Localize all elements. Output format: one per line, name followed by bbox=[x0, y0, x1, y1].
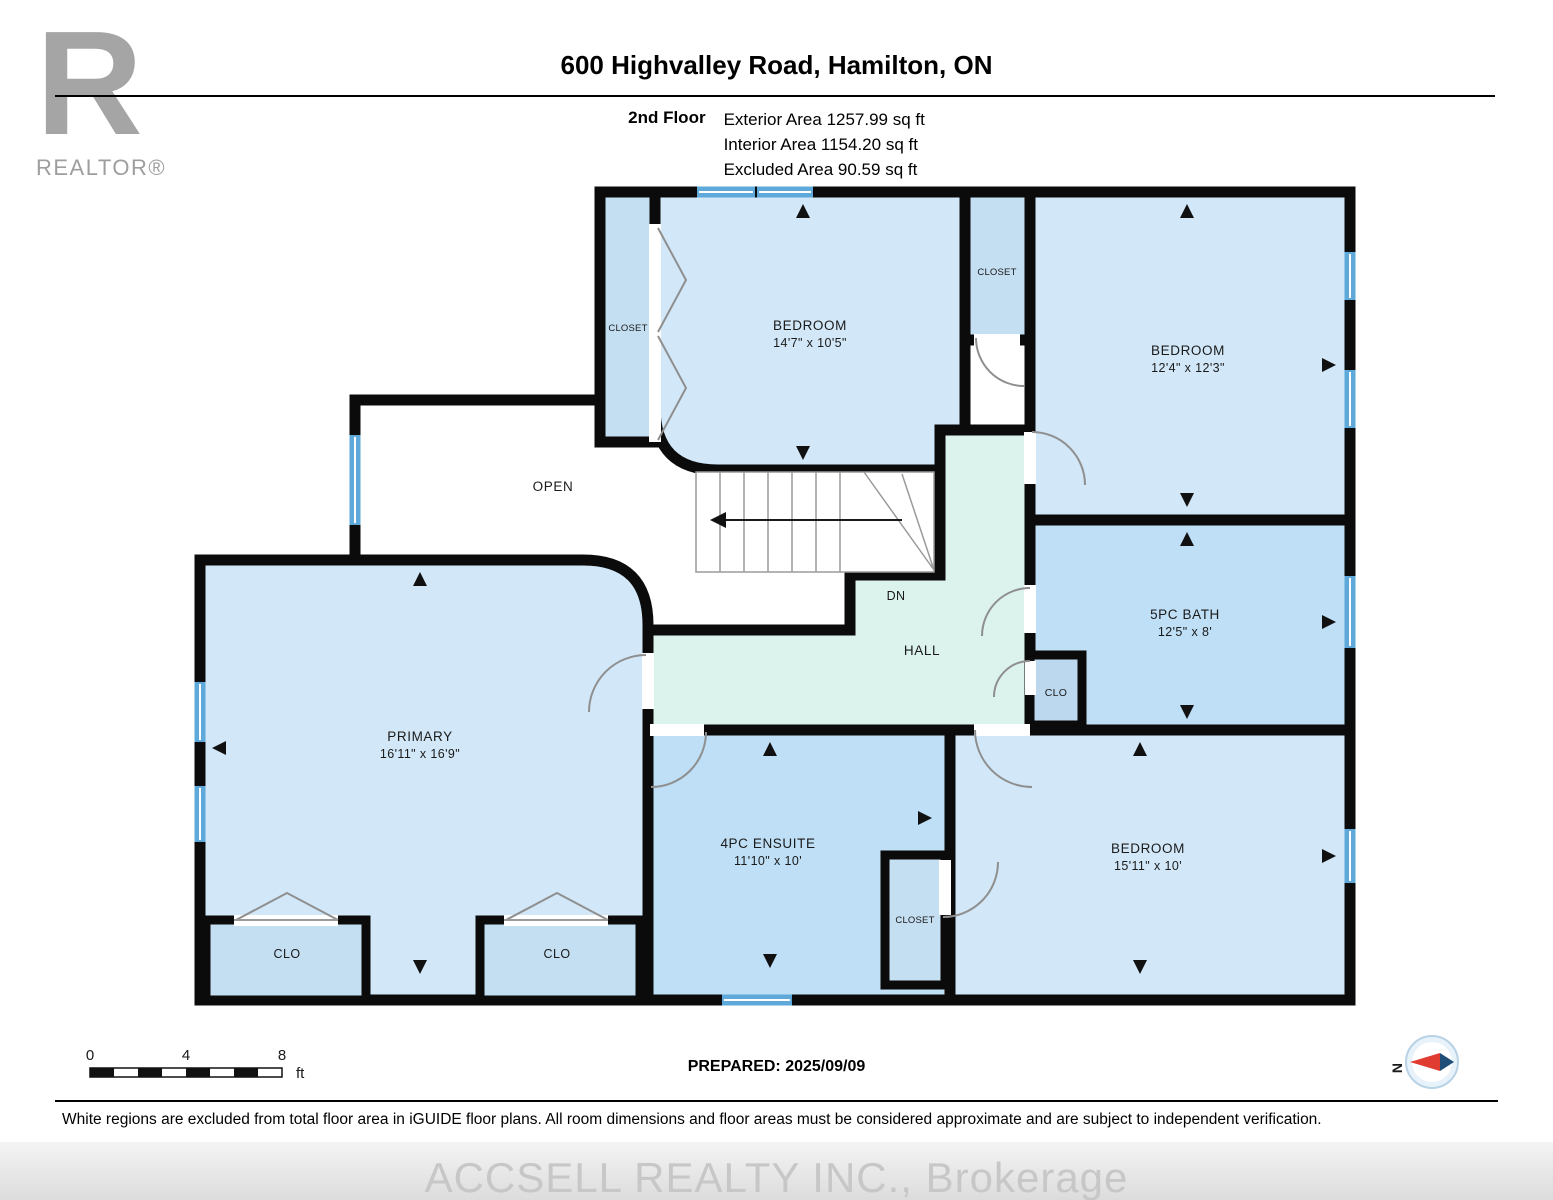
scale-four: 4 bbox=[182, 1047, 190, 1064]
room-closet-top-left-shape bbox=[594, 186, 661, 448]
disclaimer-text: White regions are excluded from total fl… bbox=[62, 1111, 1322, 1128]
label-clo-left: CLO bbox=[274, 947, 301, 961]
realtor-logo-label: REALTOR® bbox=[36, 154, 167, 180]
title-divider bbox=[55, 95, 1495, 97]
footer-divider bbox=[55, 1100, 1498, 1102]
interior-area: Interior Area 1154.20 sq ft bbox=[723, 135, 918, 154]
label-closet-top-mid: CLOSET bbox=[977, 267, 1016, 278]
label-primary-name: PRIMARY bbox=[387, 729, 452, 744]
compass-needle-south bbox=[1440, 1053, 1454, 1071]
room-closet-top-mid-shape bbox=[959, 186, 1036, 346]
label-hall: HALL bbox=[904, 643, 940, 658]
excluded-area: Excluded Area 90.59 sq ft bbox=[723, 160, 918, 179]
watermark-text: ACCSELL REALTY INC., Brokerage bbox=[424, 1154, 1129, 1200]
label-bedroom-top-dims: 14'7" x 10'5" bbox=[773, 336, 847, 350]
label-clo-right: CLO bbox=[544, 947, 571, 961]
scale-zero: 0 bbox=[86, 1047, 94, 1064]
watermark-band: ACCSELL REALTY INC., Brokerage bbox=[0, 1142, 1553, 1200]
compass-icon: N bbox=[1389, 1035, 1459, 1089]
room-clo-right-shape bbox=[475, 915, 645, 1005]
label-bath-dims: 12'5" x 8' bbox=[1158, 625, 1212, 639]
stairs-direction-arrow bbox=[710, 512, 726, 528]
label-clo-hall: CLO bbox=[1045, 687, 1068, 699]
label-bath-name: 5PC BATH bbox=[1150, 607, 1220, 622]
room-bedroom-top-right-shape bbox=[1024, 186, 1356, 526]
compass-n-label: N bbox=[1389, 1063, 1405, 1073]
area-summary: Exterior Area 1257.99 sq ft Interior Are… bbox=[724, 107, 925, 182]
door-arcs bbox=[234, 227, 1086, 921]
scale-bar: 0 4 8 ft bbox=[86, 1047, 305, 1082]
label-ensuite-name: 4PC ENSUITE bbox=[720, 836, 815, 851]
exterior-area: Exterior Area 1257.99 sq ft bbox=[723, 110, 925, 129]
page-title: 600 Highvalley Road, Hamilton, ON bbox=[560, 50, 993, 80]
label-bedroom-top-name: BEDROOM bbox=[773, 318, 847, 333]
label-closet-ensuite: CLOSET bbox=[895, 915, 934, 926]
realtor-logo-letter: R bbox=[36, 1, 143, 166]
label-ensuite-dims: 11'10" x 10' bbox=[734, 854, 802, 868]
label-bedroom-bottom-right-dims: 15'11" x 10' bbox=[1114, 859, 1182, 873]
label-dn: DN bbox=[887, 589, 906, 603]
stairs bbox=[695, 471, 935, 573]
label-closet-top-left: CLOSET bbox=[608, 323, 647, 334]
realtor-logo: R REALTOR® bbox=[36, 1, 167, 181]
floor-label: 2nd Floor bbox=[628, 108, 706, 127]
label-open: OPEN bbox=[533, 479, 574, 494]
dimension-arrows bbox=[212, 204, 1336, 974]
label-bedroom-bottom-right-name: BEDROOM bbox=[1111, 841, 1185, 856]
scale-unit: ft bbox=[296, 1065, 305, 1082]
scale-eight: 8 bbox=[278, 1047, 286, 1064]
compass-needle-north bbox=[1410, 1053, 1440, 1071]
label-primary-dims: 16'11" x 16'9" bbox=[380, 747, 460, 761]
window-markers bbox=[194, 186, 1356, 1006]
prepared-date: PREPARED: 2025/09/09 bbox=[687, 1058, 866, 1075]
label-bedroom-top-right-name: BEDROOM bbox=[1151, 343, 1225, 358]
floor-info: 2nd Floor Exterior Area 1257.99 sq ft In… bbox=[0, 107, 1553, 182]
room-closet-ensuite-shape bbox=[880, 850, 950, 990]
label-bedroom-top-right-dims: 12'4" x 12'3" bbox=[1151, 361, 1225, 375]
